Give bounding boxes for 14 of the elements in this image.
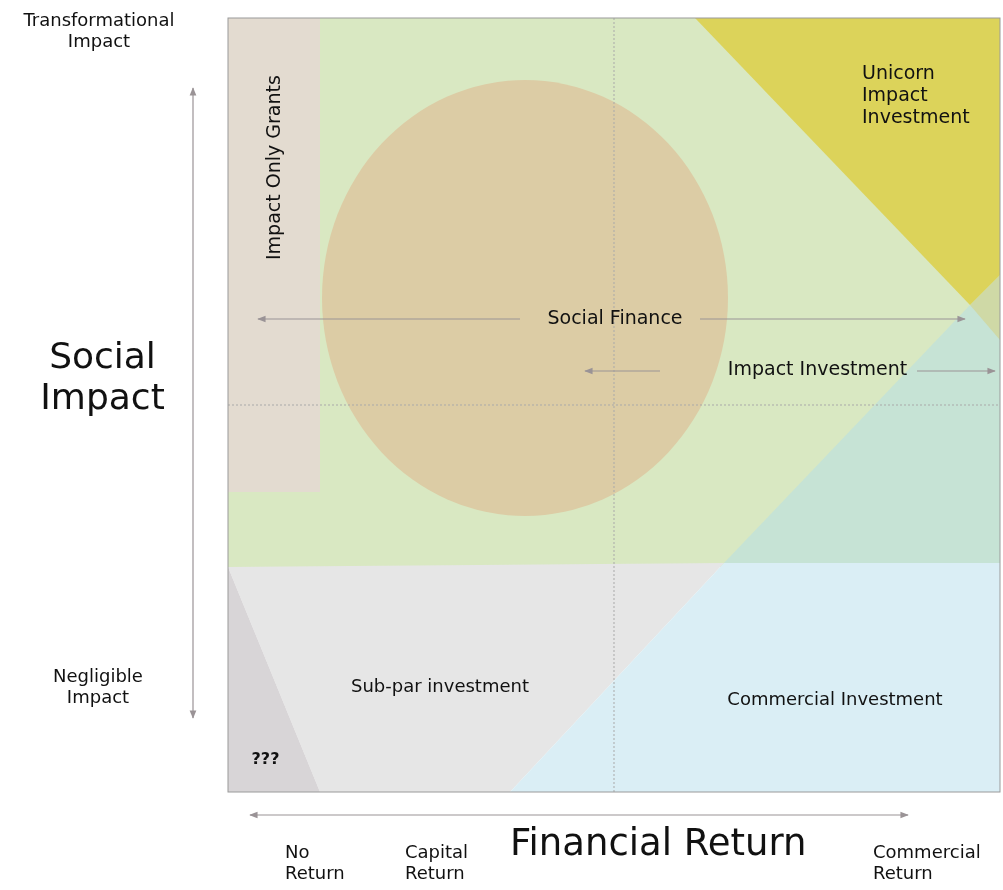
axis-end-label: No Return <box>285 842 346 884</box>
range-label: Social Finance <box>546 307 684 329</box>
axis-end-label: Capital Return <box>405 842 470 884</box>
axis-end-label: Negligible Impact <box>52 666 144 708</box>
region-label: Impact Only Grants <box>263 74 285 262</box>
axis-end-label: Transformational Impact <box>22 10 176 52</box>
region-label: Unicorn Impact Investment <box>862 62 971 128</box>
region-label: Sub-par investment <box>350 676 530 697</box>
region-label: ??? <box>250 750 281 769</box>
axis-title: Financial Return <box>510 822 808 865</box>
axis-end-label: Commercial Return <box>873 842 982 884</box>
range-label: Impact Investment <box>726 358 909 380</box>
axis-title: Social Impact <box>39 335 166 418</box>
region-label: Commercial Investment <box>726 689 944 710</box>
